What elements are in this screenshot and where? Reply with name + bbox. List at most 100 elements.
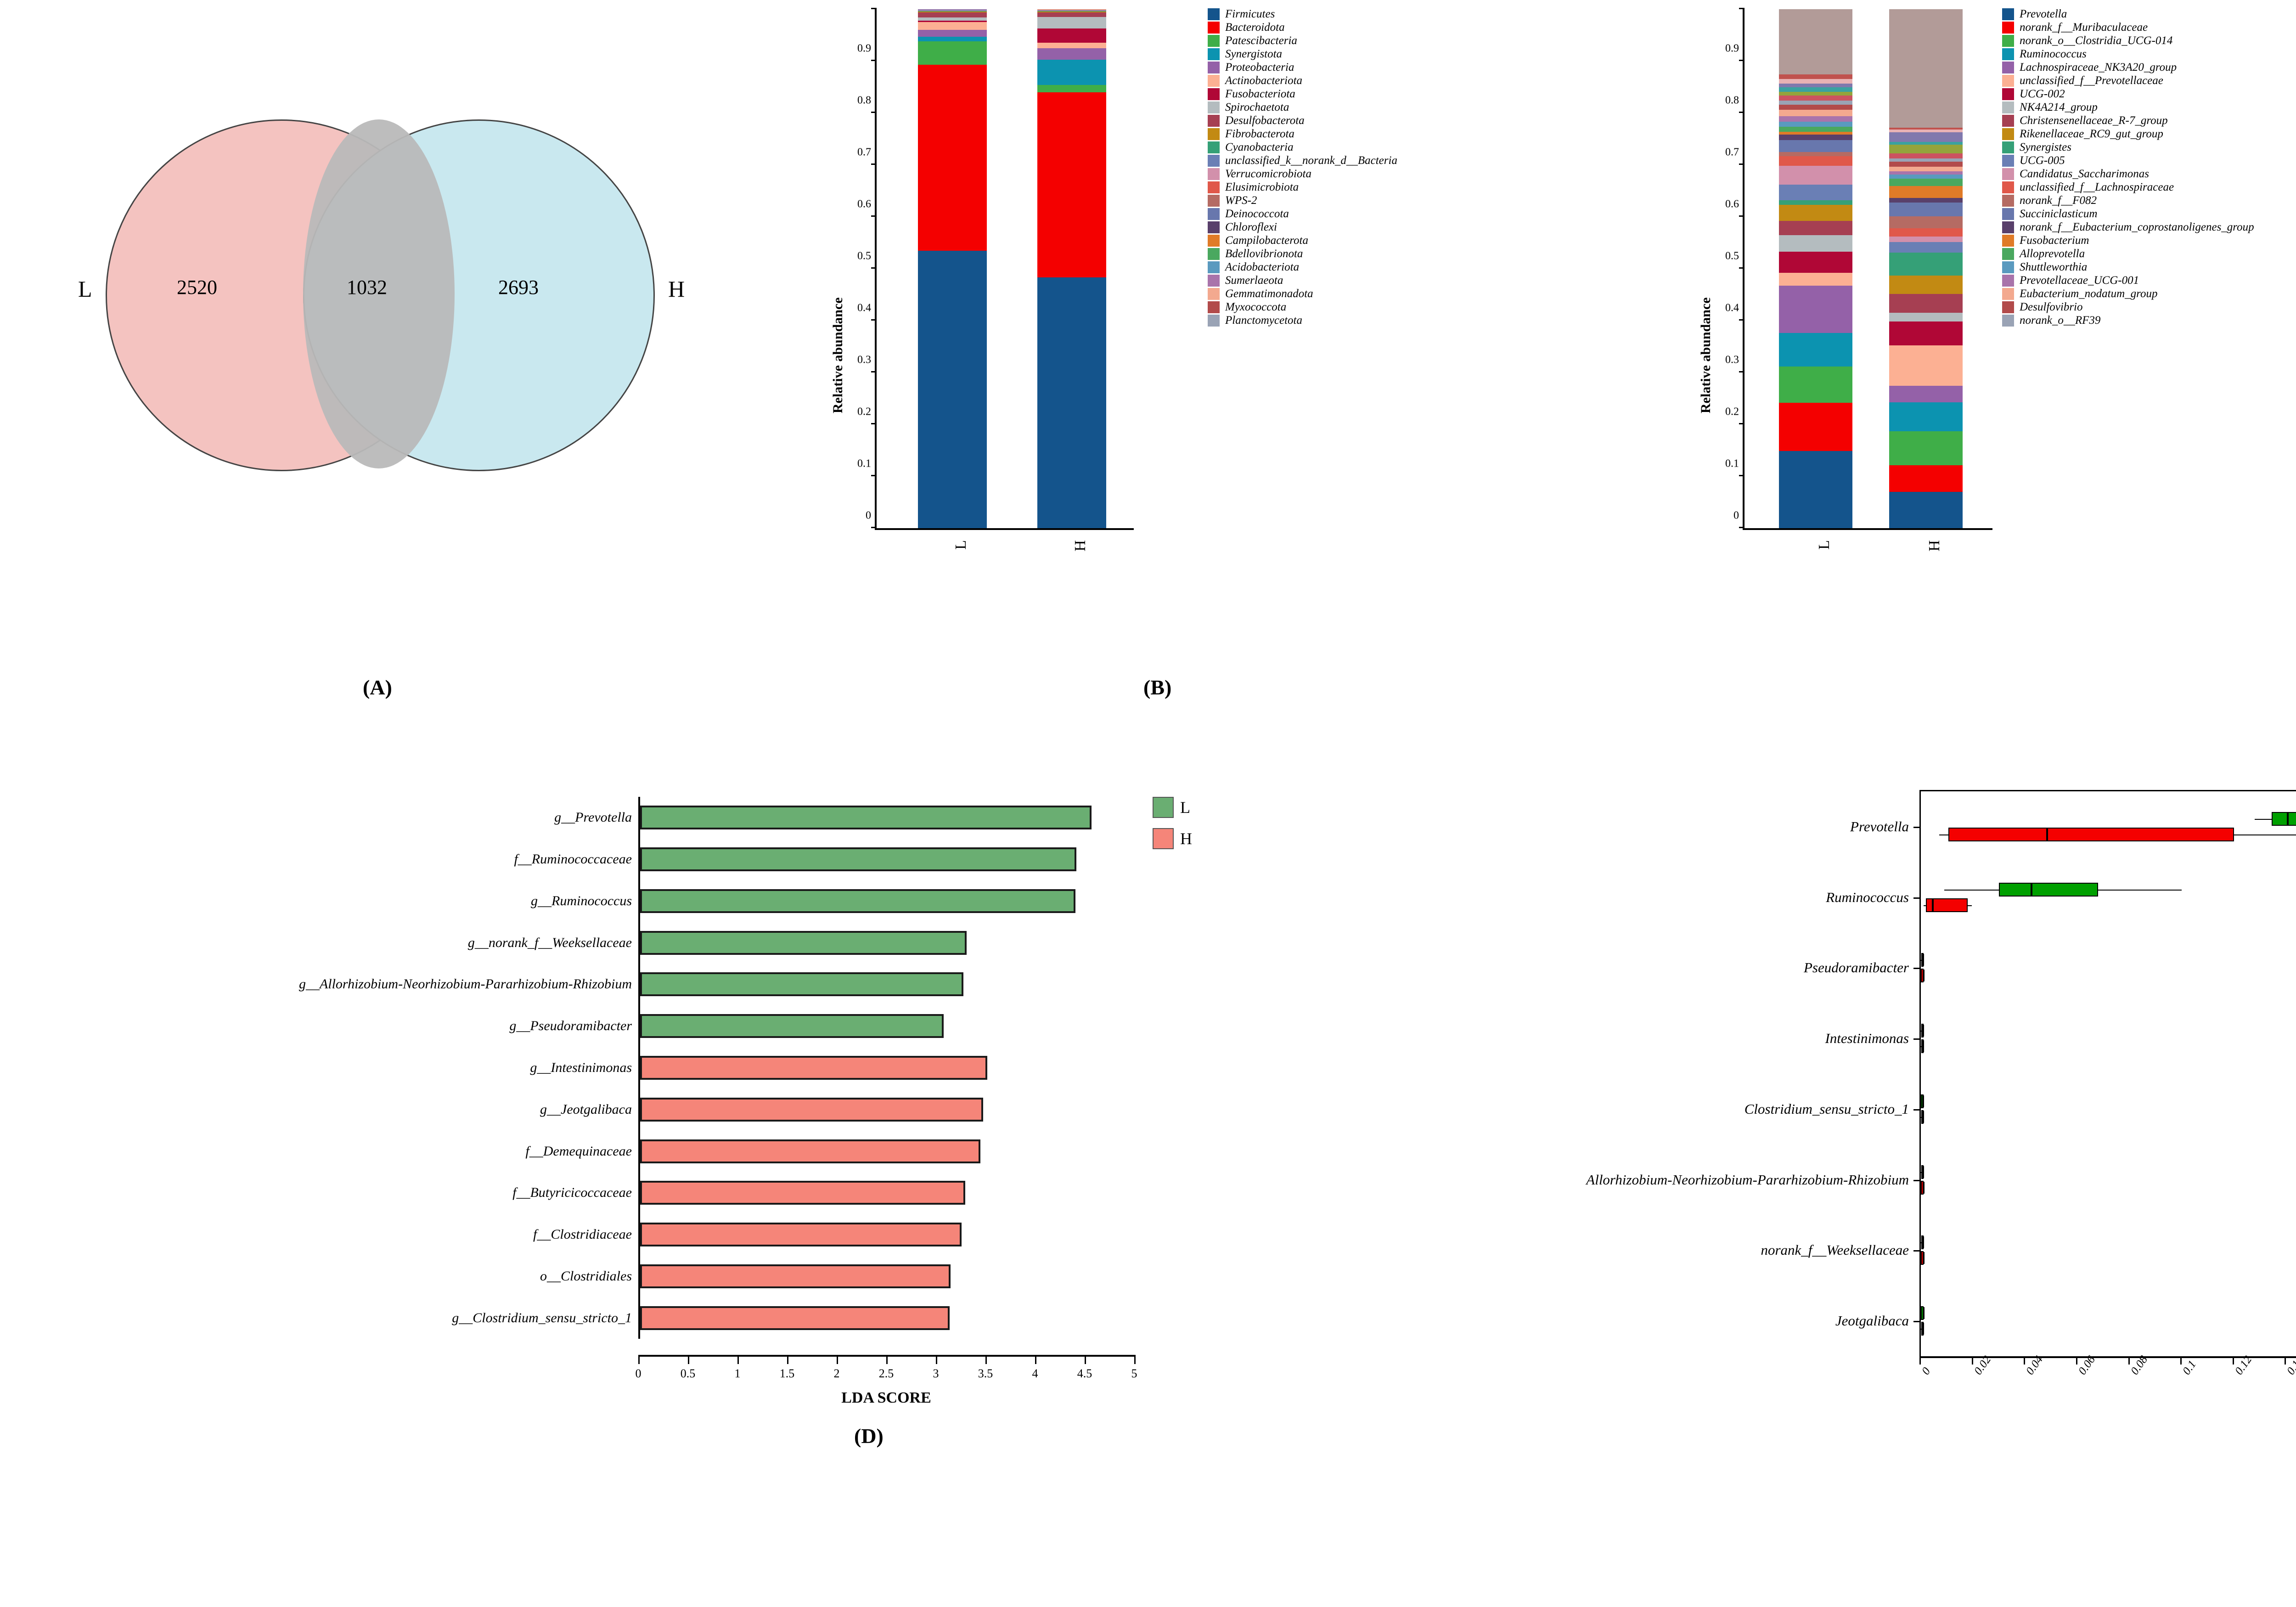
legend-swatch (2002, 288, 2014, 300)
legend-swatch (2002, 141, 2014, 153)
bar-segment (1779, 451, 1852, 528)
bar-segment (1889, 465, 1963, 492)
lda-bar-label: g__Intestinimonas (530, 1060, 632, 1075)
lda-bar[interactable] (640, 1181, 966, 1205)
bar-segment (1889, 253, 1963, 276)
y-tick-mark (1739, 215, 1745, 217)
boxplot-row: Jeotgalibaca (1835, 1286, 2296, 1356)
lda-bar[interactable] (640, 1097, 984, 1122)
panel-b-plot-area: 00.10.20.30.40.50.60.70.80.91LH (857, 0, 1134, 552)
bar-segment (1037, 10, 1106, 11)
bar-segment (1779, 200, 1852, 205)
venn-diagram: L H 2520 1032 2693 (78, 69, 685, 528)
legend-label: Desulfovibrio (2020, 301, 2083, 313)
lda-bar-row: g__Clostridium_sensu_stricto_1 (452, 1306, 1136, 1330)
bar-segment (1889, 130, 1963, 133)
legend-swatch (1208, 315, 1220, 327)
lda-bar-row: g__Pseudoramibacter (509, 1014, 1136, 1038)
lda-bar[interactable] (640, 1014, 944, 1038)
legend-label: Chloroflexi (1225, 221, 1277, 233)
lda-bar[interactable] (640, 1223, 962, 1247)
legend-swatch (1208, 128, 1220, 140)
x-tick-label: 1 (734, 1367, 741, 1380)
venn-count-intersection: 1032 (347, 276, 387, 299)
lda-bar[interactable] (640, 972, 964, 997)
bar-segment (1889, 9, 1963, 128)
x-tick-mark (2232, 1356, 2234, 1365)
boxplot-box (1926, 898, 1968, 912)
bar-segment (1779, 273, 1852, 286)
x-tick-mark (1134, 1355, 1136, 1364)
bar-segment (1779, 83, 1852, 87)
lda-legend-item: L (1153, 797, 1192, 818)
x-tick-mark (737, 1355, 739, 1364)
legend-item: Synergistes (2002, 141, 2254, 153)
boxplot-row-tick (1913, 897, 1921, 899)
bar-segment (918, 64, 987, 251)
bar-segment (1889, 228, 1963, 237)
lda-bar[interactable] (640, 1056, 987, 1080)
bar-segment (1779, 367, 1852, 403)
lda-bar[interactable] (640, 806, 1092, 830)
legend-swatch (2002, 248, 2014, 260)
bar-segment (918, 12, 987, 18)
bar-segment (1889, 186, 1963, 198)
legend-label: unclassified_f__Lachnospiraceae (2020, 181, 2174, 193)
bar-segment (1889, 166, 1963, 172)
bar-segment (1037, 11, 1106, 13)
bar-segment (1779, 79, 1852, 84)
y-tick-label: 0.4 (857, 302, 871, 314)
lda-bar-label: f__Butyricicoccaceae (512, 1185, 632, 1201)
boxplot-row: Prevotella (1850, 791, 2296, 862)
y-tick-label: 1 (1733, 0, 1739, 3)
y-tick-label: 0.8 (857, 94, 871, 107)
boxplot-row: norank_f__Weeksellaceae (1761, 1215, 2296, 1286)
y-tick-mark (871, 267, 877, 269)
lda-bar[interactable] (640, 889, 1076, 913)
lda-bar[interactable] (640, 1264, 951, 1288)
legend-item: Rikenellaceae_RC9_gut_group (2002, 128, 2254, 140)
lda-bar[interactable] (640, 1306, 950, 1330)
boxplot-median (1922, 1181, 1925, 1194)
legend-swatch (1208, 168, 1220, 180)
legend-label: unclassified_f__Prevotellaceae (2020, 74, 2163, 87)
legend-swatch (1208, 221, 1220, 233)
legend-swatch (1208, 208, 1220, 220)
lda-bar-label: g__Ruminococcus (531, 893, 632, 908)
lda-bar-row: g__Intestinimonas (530, 1056, 1136, 1080)
boxplot-box (1921, 1165, 1925, 1179)
boxplot-box (1921, 1094, 1924, 1108)
y-tick-mark (1739, 112, 1745, 113)
legend-item: Proteobacteria (1208, 62, 1397, 73)
lda-bar-label: f__Clostridiaceae (533, 1227, 632, 1242)
legend-label: Bacteroidota (1225, 21, 1285, 34)
bar-segment (1889, 402, 1963, 432)
y-tick-label: 0.2 (1725, 406, 1739, 418)
legend-item: Lachnospiraceae_NK3A20_group (2002, 62, 2254, 73)
bar-segment (918, 22, 987, 30)
stacked-bar (918, 9, 987, 528)
x-axis-label: L (1816, 540, 1833, 550)
legend-swatch (1208, 181, 1220, 193)
legend-label: Actinobacteriota (1225, 74, 1303, 87)
boxplot-row-tick (1913, 1321, 1921, 1323)
x-tick-label: 0.08 (2128, 1353, 2150, 1377)
boxplot-box (2272, 812, 2296, 826)
legend-label: Christensenellaceae_R-7_group (2020, 114, 2168, 127)
lda-bar[interactable] (640, 1139, 980, 1163)
legend-label: Alloprevotella (2020, 248, 2085, 260)
legend-label: Rikenellaceae_RC9_gut_group (2020, 128, 2163, 140)
bar-segment (1779, 166, 1852, 185)
y-tick-mark (1739, 319, 1745, 321)
panel-b-y-axis-title: Relative abundance (830, 297, 845, 413)
bar-segment (1889, 171, 1963, 175)
legend-item: Candidatus_Saccharimonas (2002, 168, 2254, 180)
y-tick-label: 0.3 (1725, 354, 1739, 366)
boxplot-box (1921, 1306, 1925, 1320)
legend-swatch (2002, 22, 2014, 34)
lda-bar[interactable] (640, 930, 967, 955)
lda-bar[interactable] (640, 847, 1077, 872)
